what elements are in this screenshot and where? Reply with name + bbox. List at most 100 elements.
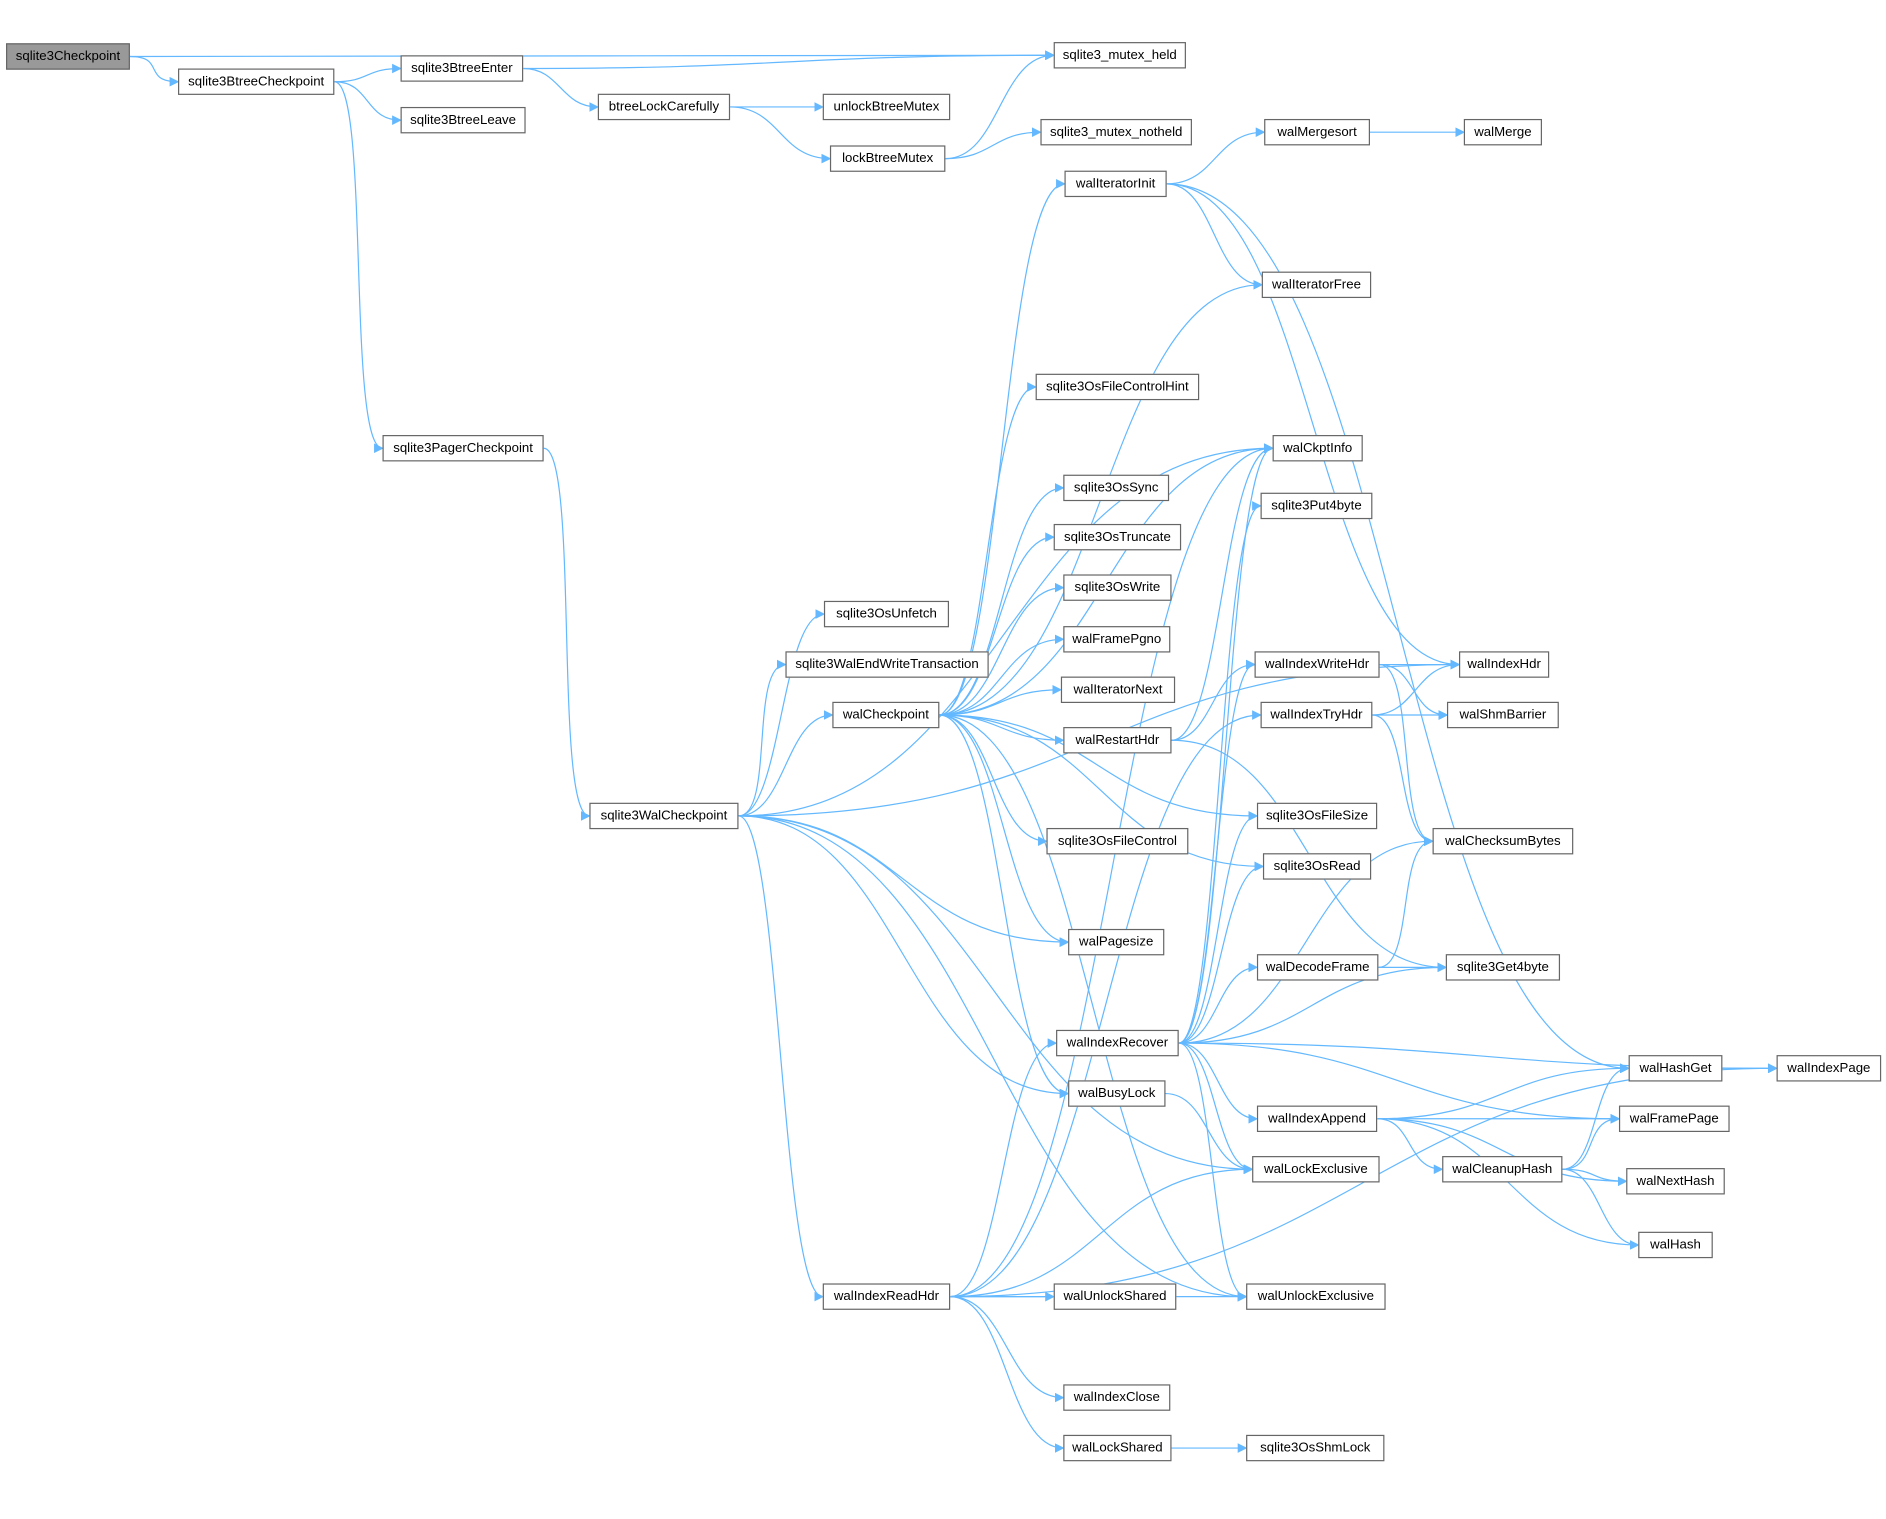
node-walIndexWriteHdr[interactable]: walIndexWriteHdr [1254, 651, 1380, 678]
edge-walCheckpoint-to-sqlite3OsTruncate [939, 532, 1055, 716]
node-sqlite3Put4byte[interactable]: sqlite3Put4byte [1260, 492, 1373, 520]
edge-sqlite3WalCheckpoint-to-walCheckpoint [738, 710, 834, 817]
node-walFramePage[interactable]: walFramePage [1618, 1105, 1730, 1133]
node-walIndexPage[interactable]: walIndexPage [1776, 1055, 1882, 1082]
node-walUnlockExclusive[interactable]: walUnlockExclusive [1246, 1283, 1386, 1310]
node-sqlite3Get4byte[interactable]: sqlite3Get4byte [1445, 954, 1561, 981]
node-walCleanupHash[interactable]: walCleanupHash [1442, 1156, 1563, 1183]
node-sqlite3WalEndWriteTransaction[interactable]: sqlite3WalEndWriteTransaction [785, 651, 989, 678]
node-walRestartHdr[interactable]: walRestartHdr [1063, 727, 1172, 754]
edge-walIndexReadHdr-to-walLockShared [950, 1296, 1065, 1453]
node-sqlite3WalCheckpoint[interactable]: sqlite3WalCheckpoint [589, 802, 739, 830]
edge-walIteratorInit-to-walIndexHdr [1166, 183, 1461, 670]
node-walIndexClose[interactable]: walIndexClose [1063, 1384, 1171, 1411]
edge-walDecodeFrame-to-walChecksumBytes [1378, 836, 1434, 968]
node-btreeLockCarefully[interactable]: btreeLockCarefully [597, 93, 731, 121]
edge-walIndexRecover-to-sqlite3Get4byte [1178, 962, 1447, 1044]
edge-sqlite3BtreeEnter-to-btreeLockCarefully [523, 67, 599, 112]
node-walPagesize[interactable]: walPagesize [1068, 928, 1165, 956]
node-sqlite3BtreeCheckpoint[interactable]: sqlite3BtreeCheckpoint [178, 68, 335, 95]
node-sqlite3OsUnfetch[interactable]: sqlite3OsUnfetch [823, 600, 950, 628]
node-sqlite3PagerCheckpoint[interactable]: sqlite3PagerCheckpoint [382, 435, 544, 462]
node-unlockBtreeMutex[interactable]: unlockBtreeMutex [822, 93, 951, 121]
node-sqlite3OsWrite[interactable]: sqlite3OsWrite [1063, 574, 1172, 601]
edge-walCheckpoint-to-walPagesize [939, 714, 1070, 947]
node-sqlite3BtreeLeave[interactable]: sqlite3BtreeLeave [400, 106, 526, 134]
edge-walCheckpoint-to-walIteratorNext [939, 684, 1063, 716]
node-sqlite3OsTruncate[interactable]: sqlite3OsTruncate [1053, 523, 1182, 551]
edge-walIndexAppend-to-walNextHash [1377, 1118, 1628, 1187]
node-sqlite3OsFileControlHint[interactable]: sqlite3OsFileControlHint [1035, 373, 1200, 401]
edge-walIndexRecover-to-walFramePage [1178, 1042, 1621, 1124]
node-sqlite3BtreeEnter[interactable]: sqlite3BtreeEnter [400, 55, 524, 82]
edge-walIndexTryHdr-to-walIndexHdr [1372, 659, 1461, 716]
edge-walIndexTryHdr-to-walChecksumBytes [1372, 714, 1434, 846]
node-walIndexTryHdr[interactable]: walIndexTryHdr [1260, 701, 1373, 729]
edge-sqlite3WalCheckpoint-to-sqlite3WalEndWriteTransaction [738, 659, 787, 817]
node-walFramePgno[interactable]: walFramePgno [1063, 626, 1171, 653]
node-sqlite3OsSync[interactable]: sqlite3OsSync [1063, 474, 1170, 502]
edge-lockBtreeMutex-to-sqlite3_mutex_notheld [945, 127, 1042, 160]
edge-walRestartHdr-to-walCkptInfo [1171, 443, 1274, 741]
node-walIndexHdr[interactable]: walIndexHdr [1458, 651, 1550, 678]
node-walIteratorInit[interactable]: walIteratorInit [1064, 170, 1167, 198]
node-sqlite3OsRead[interactable]: sqlite3OsRead [1262, 853, 1372, 880]
edge-sqlite3PagerCheckpoint-to-sqlite3WalCheckpoint [543, 447, 591, 821]
edge-sqlite3WalCheckpoint-to-walCkptInfo [738, 443, 1274, 817]
node-walIndexRecover[interactable]: walIndexRecover [1056, 1029, 1179, 1057]
edge-walCheckpoint-to-sqlite3OsFileSize [939, 714, 1259, 821]
edge-walIndexReadHdr-to-walCkptInfo [950, 443, 1274, 1298]
node-walIteratorNext[interactable]: walIteratorNext [1060, 676, 1176, 703]
node-walBusyLock[interactable]: walBusyLock [1068, 1080, 1166, 1107]
edge-walIndexRecover-to-walChecksumBytes [1178, 836, 1434, 1044]
node-walUnlockShared[interactable]: walUnlockShared [1053, 1283, 1177, 1310]
edge-walIteratorInit-to-walIteratorFree [1166, 183, 1263, 290]
node-sqlite3OsFileControl[interactable]: sqlite3OsFileControl [1046, 827, 1189, 855]
edge-walIndexRecover-to-walDecodeFrame [1178, 962, 1259, 1044]
node-sqlite3_mutex_held[interactable]: sqlite3_mutex_held [1053, 42, 1186, 69]
edge-walIndexAppend-to-walHashGet [1377, 1063, 1630, 1120]
edge-walIndexReadHdr-to-walIndexClose [950, 1296, 1065, 1403]
node-walHash[interactable]: walHash [1638, 1231, 1713, 1259]
edge-sqlite3BtreeCheckpoint-to-sqlite3BtreeEnter [334, 63, 402, 83]
node-walChecksumBytes[interactable]: walChecksumBytes [1432, 827, 1574, 855]
node-sqlite3Checkpoint: sqlite3Checkpoint [6, 43, 130, 70]
node-sqlite3OsFileSize[interactable]: sqlite3OsFileSize [1256, 802, 1378, 830]
edge-lockBtreeMutex-to-sqlite3_mutex_held [945, 50, 1055, 160]
edge-walIndexWriteHdr-to-walShmBarrier [1379, 663, 1449, 720]
node-walNextHash[interactable]: walNextHash [1626, 1168, 1725, 1195]
edge-walIndexRecover-to-sqlite3OsRead [1178, 861, 1265, 1044]
node-lockBtreeMutex[interactable]: lockBtreeMutex [829, 145, 946, 172]
edge-sqlite3WalCheckpoint-to-walLockExclusive [738, 815, 1254, 1175]
node-walIndexAppend[interactable]: walIndexAppend [1256, 1105, 1378, 1133]
edge-walCheckpoint-to-walIteratorInit [939, 179, 1066, 716]
edge-walIndexRecover-to-walLockExclusive [1178, 1042, 1254, 1175]
node-sqlite3_mutex_notheld[interactable]: sqlite3_mutex_notheld [1040, 118, 1192, 146]
edge-walCheckpoint-to-sqlite3OsFileControlHint [939, 382, 1037, 716]
edge-walIndexRecover-to-walIndexWriteHdr [1178, 659, 1256, 1044]
edge-btreeLockCarefully-to-lockBtreeMutex [730, 106, 832, 164]
node-walIndexReadHdr[interactable]: walIndexReadHdr [822, 1283, 951, 1310]
node-walIteratorFree[interactable]: walIteratorFree [1261, 271, 1372, 299]
edge-sqlite3BtreeEnter-to-sqlite3_mutex_held [523, 50, 1055, 70]
node-walShmBarrier[interactable]: walShmBarrier [1446, 701, 1559, 729]
node-walLockShared[interactable]: walLockShared [1063, 1434, 1172, 1462]
edge-walCleanupHash-to-walHash [1562, 1168, 1640, 1250]
edge-walRestartHdr-to-walIndexWriteHdr [1171, 659, 1256, 741]
node-walLockExclusive[interactable]: walLockExclusive [1252, 1156, 1380, 1183]
node-walMergesort[interactable]: walMergesort [1264, 118, 1370, 146]
node-walCheckpoint[interactable]: walCheckpoint [832, 701, 940, 729]
edge-walCheckpoint-to-sqlite3OsFileControl [939, 714, 1048, 846]
edge-sqlite3WalCheckpoint-to-walBusyLock [738, 815, 1070, 1099]
edge-sqlite3Checkpoint-to-sqlite3BtreeCheckpoint [129, 55, 180, 87]
edge-walIteratorInit-to-walHashGet [1166, 183, 1630, 1074]
edge-walIndexReadHdr-to-walIndexTryHdr [950, 710, 1262, 1298]
node-sqlite3OsShmLock[interactable]: sqlite3OsShmLock [1246, 1434, 1385, 1462]
edge-sqlite3WalCheckpoint-to-walIndexReadHdr [738, 815, 824, 1302]
node-walDecodeFrame[interactable]: walDecodeFrame [1256, 954, 1379, 981]
node-walCkptInfo[interactable]: walCkptInfo [1272, 435, 1363, 462]
node-walMerge[interactable]: walMerge [1463, 118, 1542, 146]
node-walHashGet[interactable]: walHashGet [1628, 1055, 1723, 1082]
edge-walCheckpoint-to-sqlite3OsWrite [939, 582, 1065, 716]
